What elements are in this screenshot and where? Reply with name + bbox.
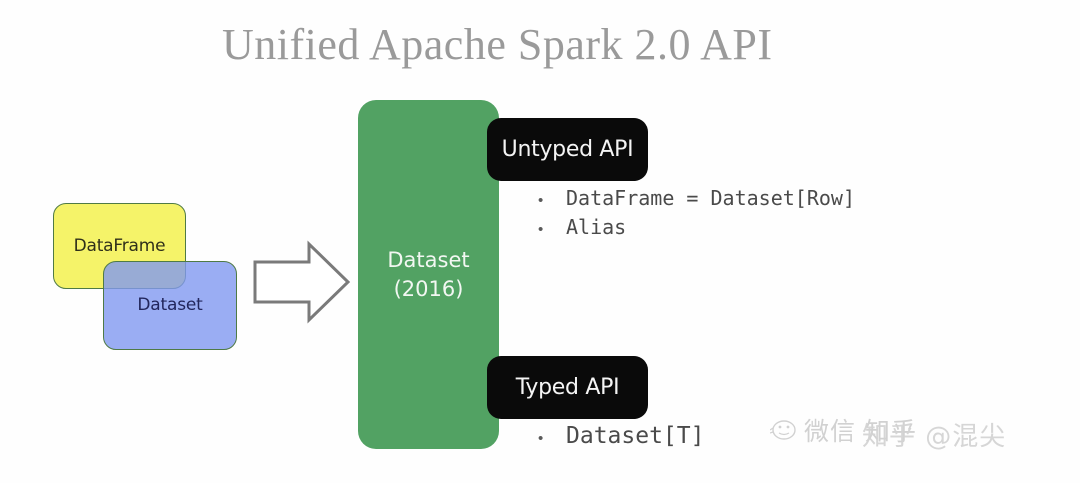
legacy-api-group: DataFrame Dataset xyxy=(0,0,260,370)
dataset-legacy-label: Dataset xyxy=(137,295,203,315)
untyped-bullet-1: DataFrame = Dataset[Row] xyxy=(566,186,855,210)
typed-bullet-1: Dataset[T] xyxy=(566,423,705,449)
dataframe-label: DataFrame xyxy=(73,236,166,256)
typed-api-label: Typed API xyxy=(515,375,620,400)
unified-dataset-name: Dataset xyxy=(387,248,470,273)
zhihu-watermark: 知乎 @混尖 xyxy=(862,422,1007,452)
list-item: • Dataset[T] xyxy=(538,423,704,449)
bullet-dot-icon: • xyxy=(538,221,544,238)
list-item: • Alias xyxy=(538,215,855,239)
untyped-api-pill: Untyped API xyxy=(487,118,648,181)
page-title: Unified Apache Spark 2.0 API xyxy=(222,20,773,69)
wechat-watermark: 微信 知乎 xyxy=(770,412,917,448)
typed-api-pill: Typed API xyxy=(487,356,648,419)
wechat-watermark-text: 微信 知乎 xyxy=(804,417,917,446)
untyped-bullet-2: Alias xyxy=(566,215,627,239)
typed-api-bullet-list: • Dataset[T] xyxy=(538,423,704,449)
untyped-api-label: Untyped API xyxy=(501,137,634,162)
unified-dataset-box: Dataset (2016) xyxy=(358,100,499,449)
smiley-face-icon xyxy=(770,420,796,440)
right-block-arrow-icon xyxy=(253,240,351,324)
untyped-api-bullet-list: • DataFrame = Dataset[Row] • Alias xyxy=(538,186,855,244)
bullet-dot-icon: • xyxy=(538,430,544,447)
bullet-dot-icon: • xyxy=(538,192,544,209)
dataset-legacy-box: Dataset xyxy=(103,261,237,350)
watermark-group: 微信 知乎 知乎 @混尖 xyxy=(766,404,1080,464)
unified-dataset-year: (2016) xyxy=(393,276,464,301)
list-item: • DataFrame = Dataset[Row] xyxy=(538,186,855,210)
